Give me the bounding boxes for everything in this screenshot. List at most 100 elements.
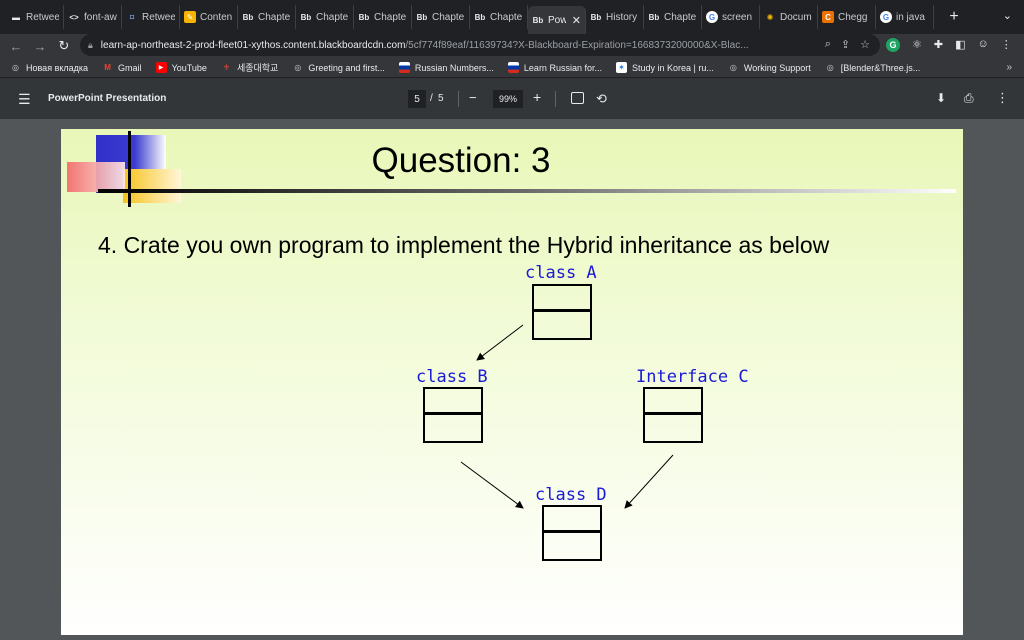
tab-font-awesome[interactable]: <> font-aw <box>64 5 122 29</box>
tab-chapter-5[interactable]: Bb Chapte <box>470 5 528 29</box>
interface-c-divider <box>645 412 701 415</box>
new-tab-icon[interactable]: + <box>949 8 959 25</box>
tab-history[interactable]: Bb History <box>586 5 644 29</box>
pdf-viewer[interactable]: Question: 3 4. Crate you own program to … <box>0 119 1024 640</box>
chevron-down-icon[interactable]: ⌄ <box>1002 10 1012 22</box>
class-d-box <box>542 505 602 561</box>
globe-icon: ◎ <box>294 63 302 72</box>
red-square <box>67 162 125 192</box>
bb-icon: Bb <box>242 12 254 22</box>
zoom-in-button[interactable]: + <box>533 89 542 105</box>
close-tab-icon[interactable]: ✕ <box>571 14 581 27</box>
bb-icon: Bb <box>300 12 312 22</box>
bb-icon: Bb <box>358 12 370 22</box>
forward-arrow-icon[interactable]: → <box>33 38 47 54</box>
slide-decoration <box>67 131 956 207</box>
url-host: learn-ap-northeast-2-prod-fleet01-xythos… <box>100 39 406 51</box>
bookmark-sejong[interactable]: ⚜ 세종대학교 <box>222 63 279 73</box>
tab-chapter-1[interactable]: Bb Chapte <box>238 5 296 29</box>
tab-chapter-2[interactable]: Bb Chapte <box>296 5 354 29</box>
university-icon: ⚜ <box>222 63 231 72</box>
zoom-out-button[interactable]: − <box>469 90 477 105</box>
class-d-label: class D <box>535 485 607 505</box>
lock-icon: 🔒︎ <box>88 39 93 50</box>
arrow-a-to-b <box>476 324 524 361</box>
reload-icon[interactable]: ↻ <box>58 38 70 53</box>
class-b-label: class B <box>416 367 488 387</box>
fit-page-icon[interactable] <box>571 92 584 104</box>
arrow-c-to-d <box>624 454 674 509</box>
tab-content[interactable]: ✎ Conten <box>180 5 238 29</box>
page-total: 5 <box>438 93 444 104</box>
bookmark-working-support[interactable]: ◎ Working Support <box>729 62 811 73</box>
bb-icon: Bb <box>416 12 428 22</box>
flag-icon <box>507 62 519 73</box>
profile-avatar-icon[interactable]: ☺ <box>977 38 989 50</box>
pencil-icon: ✎ <box>184 11 196 23</box>
zoom-level-input[interactable]: 99% <box>493 90 523 108</box>
bookmark-youtube[interactable]: ▶ YouTube <box>155 62 207 73</box>
pdf-toolbar: ☰ PowerPoint Presentation 5 / 5 − 99% + … <box>0 79 1024 119</box>
study-icon: ✶ <box>615 62 627 73</box>
chevron-right-double-icon[interactable]: » <box>1006 62 1012 73</box>
class-a-label: class A <box>525 263 597 283</box>
bookmark-icon: ⌑ <box>129 12 135 22</box>
chegg-icon: C <box>822 11 834 23</box>
slide-page: Question: 3 4. Crate you own program to … <box>61 129 963 635</box>
arrow-b-to-d <box>460 461 524 509</box>
document-title: PowerPoint Presentation <box>48 93 167 104</box>
class-b-box <box>423 387 483 443</box>
globe-icon: ◎ <box>729 63 737 72</box>
toolbar-divider <box>458 91 459 107</box>
menu-hamburger-icon[interactable]: ☰ <box>18 91 31 107</box>
youtube-icon: ▶ <box>155 62 167 73</box>
rotate-icon[interactable]: ⟲ <box>596 91 607 106</box>
page-number-input[interactable]: 5 <box>408 90 426 108</box>
gemini-icon: ✺ <box>766 12 774 22</box>
yellow-square <box>123 169 181 203</box>
sidebar-icon[interactable]: ◧ <box>955 39 966 51</box>
tab-powerpoint-active[interactable]: Bb Pow ✕ <box>528 6 586 34</box>
tab-retweet-2[interactable]: ⌑ Retwee <box>122 5 180 29</box>
zoom-search-icon[interactable]: ⌕ <box>824 38 831 50</box>
atom-extension-icon[interactable]: ⚛ <box>912 39 922 51</box>
class-b-divider <box>425 412 481 415</box>
tab-chegg[interactable]: C Chegg <box>818 5 876 29</box>
puzzle-icon[interactable]: ✚ <box>933 39 944 51</box>
tab-strip: ▬ Retwee <> font-aw ⌑ Retwee ✎ Conten Bb… <box>0 0 1024 34</box>
star-icon[interactable]: ☆ <box>860 39 870 51</box>
bb-icon: Bb <box>590 12 602 22</box>
tab-in-java[interactable]: G in java <box>876 5 934 29</box>
bookmark-study-korea[interactable]: ✶ Study in Korea | ru... <box>615 62 714 73</box>
back-arrow-icon[interactable]: ← <box>9 38 23 54</box>
download-icon[interactable]: ⬇ <box>936 91 947 105</box>
toolbar-divider <box>555 91 556 107</box>
bars-icon: ▬ <box>12 12 20 22</box>
bookmark-learn-russian[interactable]: Learn Russian for... <box>507 62 602 73</box>
bookmark-blender[interactable]: ◎ [Blender&Three.js... <box>826 62 921 73</box>
tab-chapter-3[interactable]: Bb Chapte <box>354 5 412 29</box>
google-icon: G <box>706 11 718 23</box>
slide-title: Question: 3 <box>371 141 551 180</box>
omnibox-actions: ⌕ ⇪ ☆ <box>825 38 870 51</box>
print-icon[interactable]: ⎙ <box>964 91 974 105</box>
bookmark-new-tab[interactable]: ◎ Новая вкладка <box>12 62 89 73</box>
flag-icon <box>398 62 410 73</box>
tab-screen[interactable]: G screen <box>702 5 760 29</box>
bookmark-gmail[interactable]: M Gmail <box>102 62 141 73</box>
navigation-bar: ← → ↻ 🔒︎ learn-ap-northeast-2-prod-fleet… <box>0 34 1024 58</box>
tab-chapter-6[interactable]: Bb Chapte <box>644 5 702 29</box>
menu-kebab-icon[interactable]: ⋮ <box>1000 39 1012 51</box>
bookmark-greeting[interactable]: ◎ Greeting and first... <box>294 62 385 73</box>
grammarly-icon[interactable]: G <box>886 38 900 52</box>
tab-retweet-1[interactable]: ▬ Retwee <box>6 5 64 29</box>
share-icon[interactable]: ⇪ <box>840 39 851 51</box>
address-bar[interactable]: 🔒︎ learn-ap-northeast-2-prod-fleet01-xyt… <box>80 34 880 56</box>
tab-chapter-4[interactable]: Bb Chapte <box>412 5 470 29</box>
bookmarks-bar: ◎ Новая вкладка M Gmail ▶ YouTube ⚜ 세종대학… <box>0 58 1024 78</box>
more-options-icon[interactable]: ⋮ <box>996 90 1009 105</box>
bookmark-russian-numbers[interactable]: Russian Numbers... <box>398 62 494 73</box>
tab-document[interactable]: ✺ Docum <box>760 5 818 29</box>
class-d-divider <box>544 530 600 533</box>
vertical-accent-line <box>128 131 131 207</box>
